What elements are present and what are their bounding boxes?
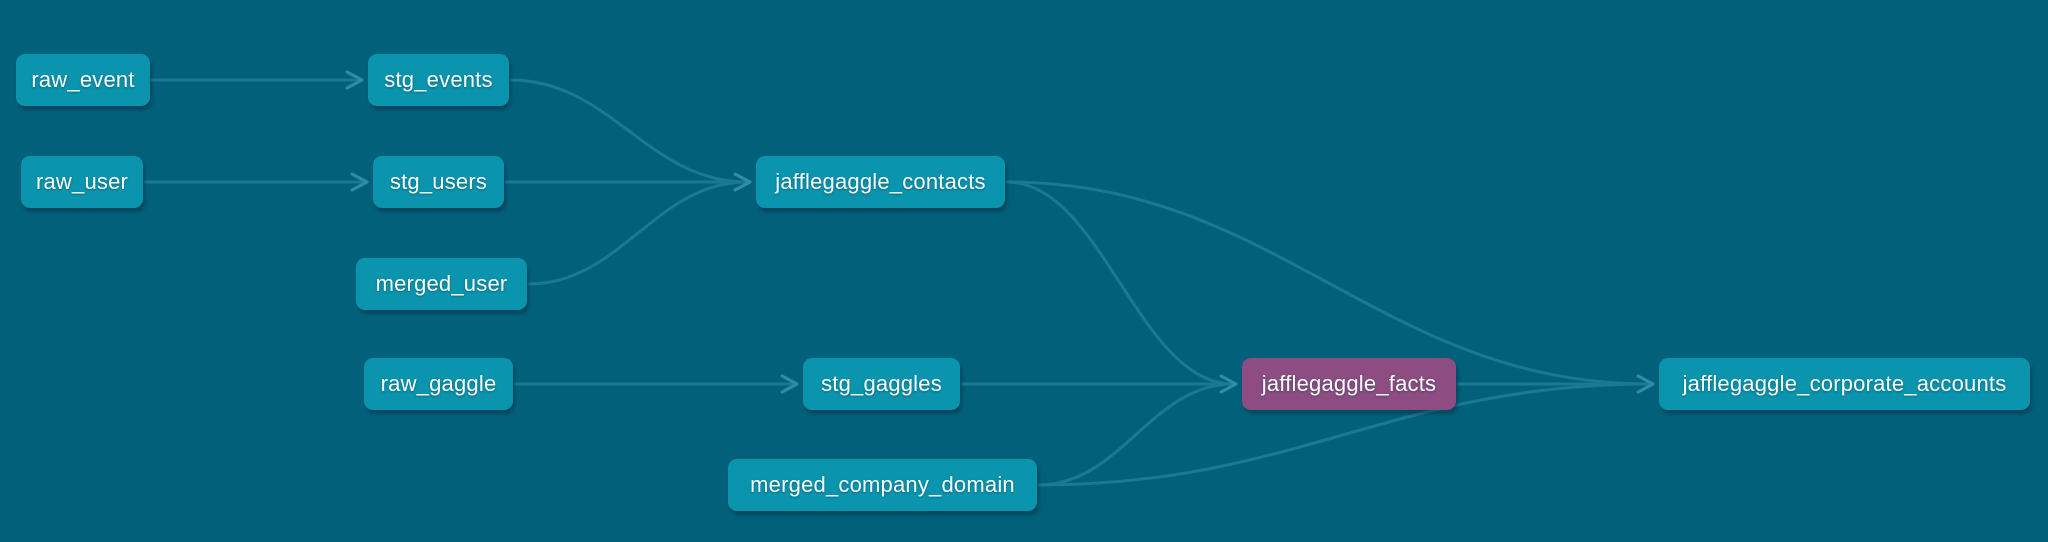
dag-node-stg_users[interactable]: stg_users (373, 156, 504, 208)
edge-merged_company_domain-to-jafflegaggle_facts (1037, 382, 1235, 487)
arrowhead-into-stg_events (345, 70, 364, 90)
edge-merged_user-to-jafflegaggle_contacts (527, 180, 749, 286)
dag-node-jafflegaggle_corporate_accounts[interactable]: jafflegaggle_corporate_accounts (1659, 358, 2030, 410)
arrowhead-into-jafflegaggle_facts (1219, 374, 1238, 394)
dag-node-stg_gaggles[interactable]: stg_gaggles (803, 358, 960, 410)
dag-node-label: jafflegaggle_contacts (775, 169, 986, 194)
dag-node-label: raw_event (31, 67, 135, 92)
dag-node-label: stg_users (389, 169, 488, 194)
dag-node-raw_gaggle[interactable]: raw_gaggle (364, 358, 513, 410)
dag-node-merged_company_domain[interactable]: merged_company_domain (728, 459, 1037, 511)
dag-node-label: merged_company_domain (750, 472, 1015, 497)
dag-node-label: stg_events (384, 67, 493, 92)
arrowhead-into-stg_gaggles (780, 374, 799, 394)
arrowhead-into-stg_users (350, 172, 369, 192)
dag-node-label: jafflegaggle_facts (1261, 371, 1437, 396)
dag-node-label: raw_user (35, 169, 129, 194)
dag-node-stg_events[interactable]: stg_events (368, 54, 509, 106)
edge-jafflegaggle_contacts-to-jafflegaggle_corporate_accounts (1005, 180, 1652, 386)
arrowhead-into-jafflegaggle_corporate_accounts (1636, 374, 1655, 394)
dag-node-raw_user[interactable]: raw_user (21, 156, 143, 208)
dag-node-label: merged_user (375, 271, 508, 296)
dag-node-merged_user[interactable]: merged_user (356, 258, 527, 310)
dag-node-raw_event[interactable]: raw_event (16, 54, 150, 106)
edge-merged_company_domain-to-jafflegaggle_corporate_accounts (1037, 382, 1652, 487)
dag-node-label: stg_gaggles (821, 371, 942, 396)
edge-stg_events-to-jafflegaggle_contacts (509, 78, 749, 184)
dag-node-label: raw_gaggle (380, 371, 497, 396)
edge-jafflegaggle_contacts-to-jafflegaggle_facts (1005, 180, 1235, 386)
arrowhead-into-jafflegaggle_contacts (733, 172, 752, 192)
dag-node-jafflegaggle_facts[interactable]: jafflegaggle_facts (1242, 358, 1456, 410)
dag-node-jafflegaggle_contacts[interactable]: jafflegaggle_contacts (756, 156, 1005, 208)
dag-node-label: jafflegaggle_corporate_accounts (1682, 371, 2007, 396)
